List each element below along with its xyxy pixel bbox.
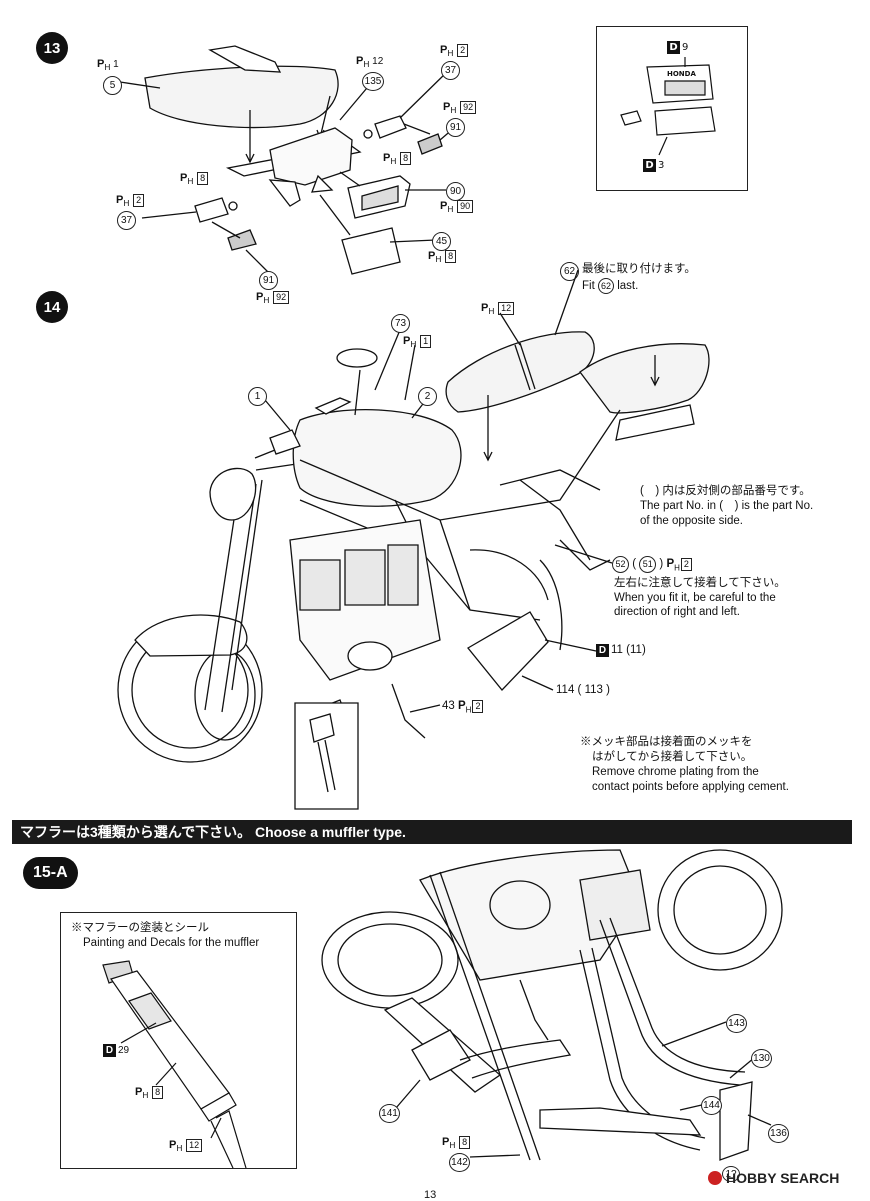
opposite-side-note-jp: ( ) 内は反対側の部品番号です。 — [640, 485, 811, 497]
ph-label: PH 2 — [116, 194, 145, 208]
honda-text: HONDA — [667, 70, 696, 78]
step-14-motorcycle-drawing — [0, 0, 870, 820]
muffler-choice-banner: マフラーは3種類から選んで下さい。 Choose a muffler type. — [12, 820, 852, 844]
careful-note-en2: direction of right and left. — [614, 606, 740, 618]
step-13-badge: 13 — [36, 32, 68, 64]
chrome-note-en2: contact points before applying cement. — [592, 781, 789, 793]
part-number: 144 — [701, 1096, 722, 1115]
part-number: 37 — [117, 211, 136, 230]
part-number: 143 — [726, 1014, 747, 1033]
part-number: 141 — [379, 1104, 400, 1123]
careful-note-en1: When you fit it, be careful to the — [614, 592, 776, 604]
ph-label: PH 1 — [97, 58, 119, 72]
ph-label: PH 8 — [442, 1136, 471, 1150]
part-114-113-label: 114 ( 113 ) — [556, 684, 610, 696]
fit-last-note-en: Fit 62 last. — [582, 278, 639, 294]
ph-label: PH 12 — [356, 55, 384, 69]
part-number: 136 — [768, 1124, 789, 1143]
part-number: 73 — [391, 314, 410, 333]
part-number: 90 — [446, 182, 465, 201]
part-number: 45 — [432, 232, 451, 251]
part-number: 130 — [751, 1049, 772, 1068]
ph-label: PH 90 — [440, 200, 474, 214]
fit-last-note-jp: 最後に取り付けます。 — [582, 263, 696, 275]
part-number: 135 — [362, 72, 384, 91]
ph-label: PH 12 — [169, 1139, 203, 1153]
ph-label: PH 2 — [440, 44, 469, 58]
chrome-note-en1: Remove chrome plating from the — [592, 766, 759, 778]
part-number: 142 — [449, 1153, 470, 1172]
chrome-note-jp2: はがしてから接着して下さい。 — [592, 751, 753, 763]
opposite-side-note-en1: The part No. in ( ) is the part No. — [640, 500, 814, 512]
muffler-drawing — [61, 913, 296, 1168]
ph-label: PH 8 — [383, 152, 412, 166]
ph-label: PH 8 — [428, 250, 457, 264]
careful-note-jp: 左右に注意して接着して下さい。 — [614, 577, 786, 589]
page-number: 13 — [424, 1189, 437, 1201]
ph-label: PH 8 — [135, 1086, 164, 1100]
muffler-paint-inset: ※マフラーの塗装とシール Painting and Decals for the… — [60, 912, 297, 1169]
part-number: 37 — [441, 61, 460, 80]
chrome-note-jp1: ※メッキ部品は接着面のメッキを — [580, 736, 753, 748]
ph-label: PH 1 — [403, 335, 432, 349]
ph-label: PH 8 — [180, 172, 209, 186]
ph-label: PH 92 — [443, 101, 477, 115]
part-number: 62 — [560, 262, 579, 281]
part-number: 91 — [259, 271, 278, 290]
part-number: 2 — [418, 387, 437, 406]
muffler-inset-title-en: Painting and Decals for the muffler — [83, 937, 260, 949]
opposite-side-note-en2: of the opposite side. — [640, 515, 743, 527]
hobby-search-logo-icon — [708, 1171, 722, 1185]
muffler-inset-title-jp: ※マフラーの塗装とシール — [71, 922, 209, 934]
step-13-drawing — [0, 0, 870, 300]
part-number: 91 — [446, 118, 465, 137]
part-number: 1? — [722, 1166, 740, 1182]
step-14-badge: 14 — [36, 291, 68, 323]
watermark: HOBBY SEARCH — [708, 1170, 839, 1186]
part-number: 5 — [103, 76, 122, 95]
ph-label: PH 92 — [256, 291, 290, 305]
ph-label: PH 12 — [481, 302, 515, 316]
step-15a-badge: 15-A — [23, 857, 78, 889]
part-number: 1 — [248, 387, 267, 406]
taillight-inset-drawing — [597, 27, 747, 190]
